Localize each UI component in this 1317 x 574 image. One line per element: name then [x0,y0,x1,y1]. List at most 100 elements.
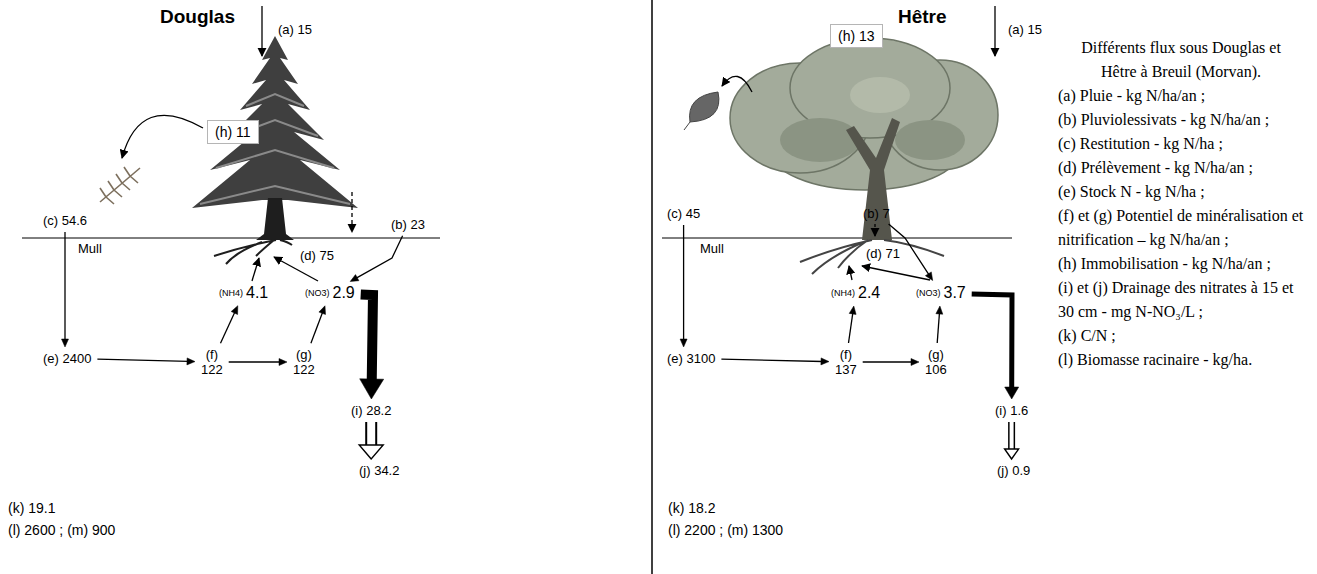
legend-text: (l) Biomasse racinaire - kg/ha. [1058,351,1252,368]
flux-value: (f) 122 [198,346,226,378]
node-text: (j) 0.9 [997,463,1030,478]
node-text: (NH4) [831,288,855,298]
node-text: (c) 45 [667,206,700,221]
litterfall-arrow [722,76,752,92]
arrow-line [1008,422,1015,451]
arrow-head [62,339,69,347]
legend-row: (a) Pluie - kg N/ha/an ; [1058,84,1304,108]
beech-trunk [846,118,900,240]
ground-line [22,238,440,239]
flux-arrow [221,306,238,344]
arrow-head [1005,387,1019,399]
flux-value: (e) 2400 [40,350,94,367]
arrow-head [350,275,359,282]
panel-title: Douglas [160,6,235,28]
flux-arrow [863,359,919,366]
legend-row: (c) Restitution - kg N/ha ; [1058,132,1304,156]
arrow-line [361,294,373,383]
legend-box: Différents flux sous Douglas et Hêtre à … [1058,36,1304,372]
arrow-head [680,339,687,347]
legend-row: (f) et (g) Potentiel de minéralisation e… [1058,204,1304,252]
flux-arrow [1005,422,1019,459]
arrow-head [187,358,195,365]
douglas-trunk [256,198,294,240]
flux-value: (c) 45 [664,205,703,222]
node-text: (NH4) [219,288,243,298]
legend-row: (h) Immobilisation - kg N/ha/an ; [1058,252,1304,276]
immobilisation-box: (h) 11 [207,120,259,144]
flux-arrow [359,422,383,459]
arrow-head [936,306,943,314]
legend-text: (e) Stock N - kg N/ha ; [1058,183,1205,200]
legend-text: (a) Pluie - kg N/ha/an ; [1058,87,1205,104]
arrow-head [279,359,287,366]
arrow-head [925,272,932,281]
arrow-head [359,445,383,459]
uptake-arrow [252,258,259,281]
ion-pool: (NO3)3.7 [913,283,969,303]
soil-label: Mull [700,241,724,256]
arrow-head [360,379,384,399]
flux-value: (g) 106 [922,346,950,378]
legend-row: (b) Pluviolessivats - kg N/ha/an ; [1058,108,1304,132]
arrow-head [1005,449,1019,459]
biomass-label: (l) 2200 ; (m) 1300 [668,522,783,538]
legend-text: (b) Pluviolessivats - kg N/ha/an ; [1058,111,1269,128]
ion-pool: (NH4)4.1 [216,283,271,303]
flux-arrow [849,306,857,343]
arrow-line [863,361,913,362]
legend-text: (f) et (g) Potentiel de minéralisation e… [1058,207,1303,248]
flux-arrow [721,358,829,365]
beech-leaf [684,92,719,130]
arrow-line [1010,422,1014,451]
flux-arrow [229,359,287,366]
canopy-highlight [200,94,350,204]
ratio-label: (k) 19.1 [8,500,55,516]
uptake-arrow [849,266,852,280]
arrow-line [849,312,853,343]
throughfall-arrow [351,192,352,232]
node-text: (f) 122 [201,347,223,377]
node-text: (e) 3100 [667,351,715,366]
node-text: 3.7 [944,284,966,302]
panel-title: Hêtre [898,6,947,28]
node-text: (c) 54.6 [43,213,87,228]
node-text: (NO3) [916,288,941,298]
legend-row: (d) Prélèvement - kg N/ha/an ; [1058,156,1304,180]
arrow-head [849,306,856,314]
flux-arrow [936,306,943,343]
caption: Différents flux sous Douglas et Hêtre à … [1058,36,1304,84]
arrow-head [319,306,326,315]
flux-value: (i) 1.6 [992,402,1031,419]
arrow-line [365,422,377,448]
flux-arrow [680,225,687,347]
flux-value: (j) 0.9 [994,462,1033,479]
flux-arrow [311,306,326,343]
arrow-line [97,359,188,361]
flux-label: (d) 71 [866,246,900,261]
flux-arrow [360,294,384,399]
rain-arrow [994,6,995,56]
canopy-shade [895,120,965,160]
node-text: (h) 11 [215,124,251,140]
flux-arrow [350,236,402,282]
ion-pool: (NH4)2.4 [828,283,883,303]
litterfall-arrow [122,115,203,158]
legend-row: (k) C/N ; [1058,324,1304,348]
arrow-head [911,359,919,366]
soil-label: Mull [78,241,102,256]
node-text: (i) 28.2 [351,403,391,418]
node-text: (e) 2400 [43,351,91,366]
arrow-line [721,359,822,361]
ratio-label: (k) 18.2 [668,500,715,516]
flux-label: (d) 75 [300,248,334,263]
node-text: (g) 122 [293,347,315,377]
ground-line [662,238,1012,239]
rain-arrow [261,6,262,56]
immobilisation-box: (h) 13 [830,24,883,48]
flux-label: (a) 15 [278,22,312,37]
flux-value: (c) 54.6 [40,212,90,229]
arrow-line [229,361,281,362]
legend-row: (l) Biomasse racinaire - kg/ha. [1058,348,1304,372]
arrow-head [821,358,829,365]
